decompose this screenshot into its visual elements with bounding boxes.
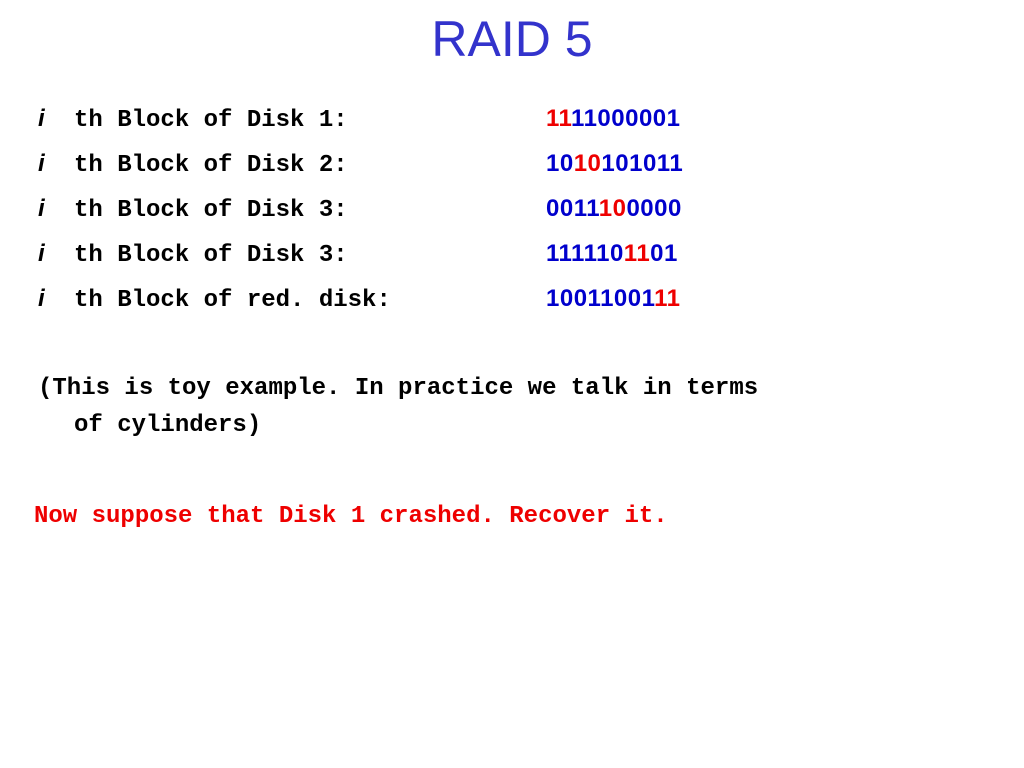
bit-group: 10011001 bbox=[546, 285, 655, 312]
block-bits: 0011100000 bbox=[546, 186, 682, 231]
block-label: th Block of Disk 3: bbox=[74, 242, 348, 269]
bit-group-highlight: 11 bbox=[623, 240, 651, 267]
block-label: th Block of Disk 1: bbox=[74, 107, 348, 134]
bit-group: 0011 bbox=[546, 195, 599, 222]
bit-group: 10 bbox=[546, 150, 574, 177]
block-label: th Block of Disk 2: bbox=[74, 152, 348, 179]
index-symbol: i bbox=[38, 195, 45, 222]
block-row-disk-1: i th Block of Disk 1: 1111000001 bbox=[38, 96, 680, 141]
block-bits: 1111000001 bbox=[546, 96, 681, 141]
bit-group-highlight: 11 bbox=[654, 285, 681, 312]
bit-group: 0000 bbox=[626, 195, 682, 222]
bit-group: 01 bbox=[650, 240, 678, 267]
note-line-1: (This is toy example. In practice we tal… bbox=[38, 375, 759, 402]
block-row-disk-3: i th Block of Disk 3: 0011100000 bbox=[38, 186, 681, 231]
index-symbol: i bbox=[38, 240, 45, 267]
index-symbol: i bbox=[38, 285, 45, 312]
block-row-disk-3b: i th Block of Disk 3: 1111101101 bbox=[38, 231, 677, 276]
toy-example-note: (This is toy example. In practice we tal… bbox=[38, 370, 998, 444]
bit-group-highlight: 11 bbox=[546, 105, 572, 132]
note-line-2: of cylinders) bbox=[74, 412, 262, 439]
bit-group-highlight: 10 bbox=[573, 150, 602, 177]
block-bits: 1010101011 bbox=[546, 141, 683, 186]
index-symbol: i bbox=[38, 105, 45, 132]
bit-group: 11000001 bbox=[571, 105, 681, 132]
bit-group: 111110 bbox=[546, 240, 624, 267]
index-symbol: i bbox=[38, 150, 45, 177]
bit-group-highlight: 10 bbox=[598, 195, 627, 222]
crash-prompt: Now suppose that Disk 1 crashed. Recover… bbox=[34, 503, 668, 530]
bit-group: 101011 bbox=[601, 150, 684, 177]
block-label: th Block of Disk 3: bbox=[74, 197, 348, 224]
block-row-redundant-disk: i th Block of red. disk: 1001100111 bbox=[38, 276, 680, 321]
slide-title: RAID 5 bbox=[431, 11, 593, 67]
block-label: th Block of red. disk: bbox=[74, 287, 391, 314]
block-bits: 1001100111 bbox=[546, 276, 681, 321]
block-bits: 1111101101 bbox=[546, 231, 678, 276]
